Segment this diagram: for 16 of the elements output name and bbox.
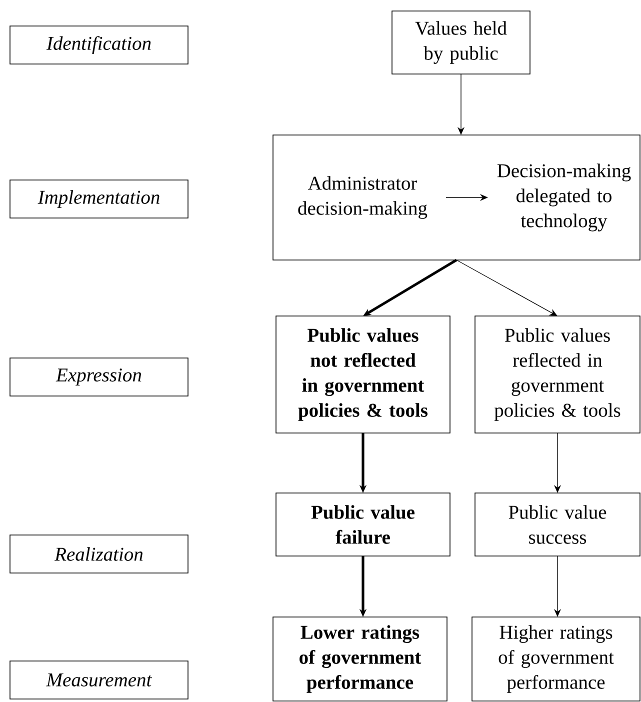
process-box: Public values not reflected in government policies & tools: [276, 316, 450, 434]
stage-box: Implementation: [10, 180, 188, 218]
stage-box: Realization: [10, 534, 188, 574]
arrow: [456, 260, 558, 316]
process-box: Higher ratings of government performance: [472, 616, 640, 702]
process-text: Decision-making delegated to technology: [497, 164, 631, 232]
stage-box: Expression: [10, 358, 188, 396]
stage-box: Identification: [10, 26, 188, 64]
process-text: Administrator decision-making: [298, 176, 428, 219]
process-box: [272, 134, 640, 260]
process-box: Public value failure: [276, 492, 450, 556]
stage-box: Measurement: [10, 660, 188, 700]
process-box: Lower ratings of government performance: [272, 616, 448, 702]
process-box: Values held by public: [392, 10, 530, 74]
process-box: Public value success: [474, 492, 640, 556]
process-box: Public values reflected in government policies & tools: [474, 316, 640, 434]
